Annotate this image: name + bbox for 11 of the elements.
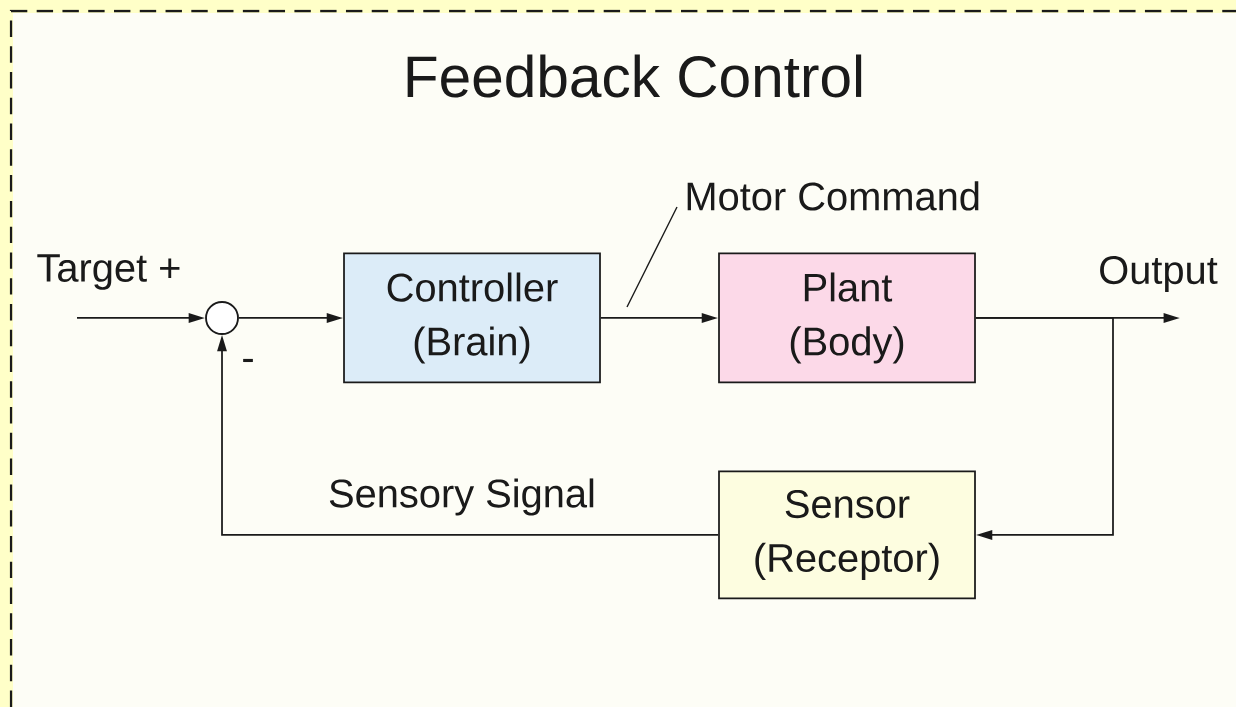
- edge-label: Sensory Signal: [326, 477, 598, 517]
- summing-junction: [205, 301, 239, 335]
- signal-label: -: [243, 358, 253, 363]
- signal-label: Target +: [37, 254, 180, 290]
- edge-label: Output: [1097, 254, 1219, 294]
- title: Feedback Control: [407, 54, 862, 98]
- arrow: [975, 317, 1114, 540]
- edge-label: Motor Command: [683, 180, 983, 212]
- process-box: Plant (Body): [718, 252, 976, 384]
- process-box: Sensor (Receptor): [718, 470, 976, 600]
- process-box: Controller (Brain): [343, 252, 601, 384]
